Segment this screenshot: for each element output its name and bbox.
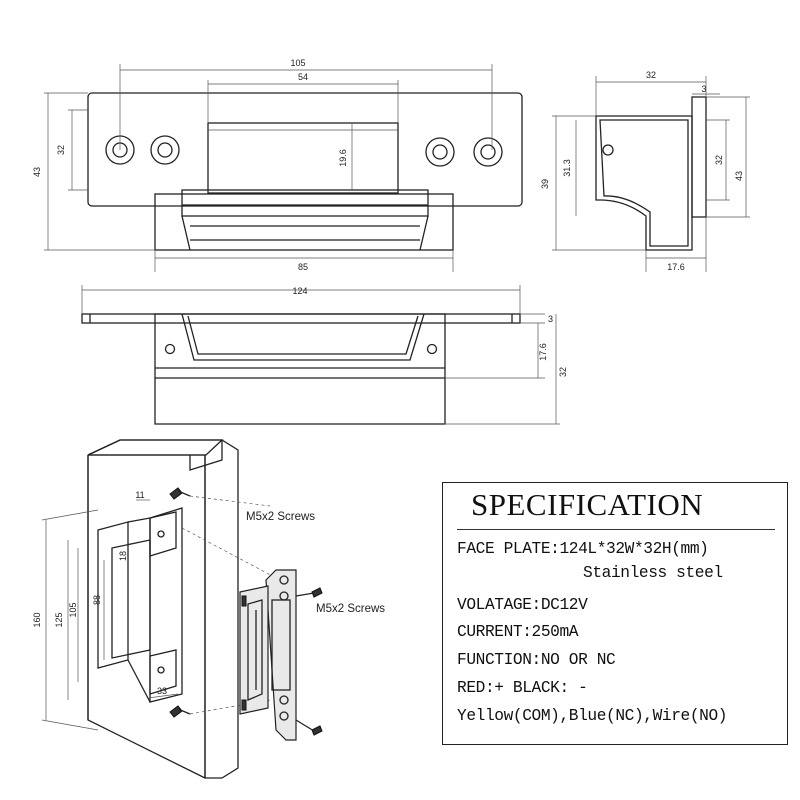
install-dim-125: 125	[54, 612, 64, 627]
side-view: 32 3 39 31.3 32 43 17.6	[540, 70, 750, 272]
spec-title: SPECIFICATION	[471, 487, 704, 522]
spec-face-plate: FACE PLATE:124L*32W*32H(mm)	[457, 540, 709, 558]
front-dim-3: 3	[548, 314, 553, 324]
strike-screw-bottom	[295, 719, 323, 736]
mortise-pocket	[149, 507, 183, 703]
side-body	[595, 115, 693, 251]
top-view: 105 54 43 32 19.6 85	[32, 58, 523, 272]
install-view: 11 18 160 125 105 88 33	[32, 439, 385, 779]
dim-32: 32	[56, 145, 66, 155]
front-body	[154, 313, 446, 425]
strike-face-plate	[265, 569, 297, 741]
install-dim-18: 18	[118, 551, 128, 561]
side-dim-39: 39	[540, 179, 550, 189]
front-dim-17-6: 17.6	[538, 343, 548, 361]
top-body	[154, 193, 454, 251]
side-dim-31-3: 31.3	[562, 159, 572, 177]
install-dim-105: 105	[68, 602, 78, 617]
side-dim-32b: 32	[714, 155, 724, 165]
spec-function: FUNCTION:NO OR NC	[457, 651, 616, 669]
frame-screw-bottom	[169, 705, 191, 718]
front-dim-124: 124	[292, 286, 307, 296]
spec-material: Stainless steel	[583, 564, 723, 582]
dim-85: 85	[298, 262, 308, 272]
dim-43: 43	[32, 167, 42, 177]
side-dim-43: 43	[734, 171, 744, 181]
top-screw-holes	[105, 135, 503, 167]
screw-label-1: M5x2 Screws	[246, 511, 315, 523]
install-dim-88: 88	[92, 595, 102, 605]
door-frame	[87, 439, 239, 779]
spec-divider	[457, 529, 775, 530]
front-face-plate	[81, 313, 521, 324]
side-face-plate	[691, 96, 707, 218]
spec-voltage: VOLATAGE:DC12V	[457, 596, 588, 614]
top-face-plate	[87, 92, 523, 207]
install-dim-160: 160	[32, 612, 42, 627]
side-dim-32: 32	[646, 70, 656, 80]
top-keeper	[181, 189, 429, 217]
spec-current: CURRENT:250mA	[457, 623, 579, 641]
spec-wires: Yellow(COM),Blue(NC),Wire(NO)	[457, 707, 728, 725]
screw-label-2: M5x2 Screws	[316, 603, 385, 615]
dim-54: 54	[298, 72, 308, 82]
specification-box: SPECIFICATION FACE PLATE:124L*32W*32H(mm…	[442, 482, 788, 745]
side-dim-3: 3	[701, 84, 706, 94]
install-dim-11: 11	[135, 490, 144, 500]
front-latch	[181, 313, 425, 361]
front-view: 124 3 17.6 32	[81, 285, 568, 425]
frame-screw-top	[169, 487, 191, 500]
side-dim-17-6: 17.6	[667, 262, 685, 272]
spec-polarity: RED:+ BLACK: -	[457, 679, 588, 697]
strike-body	[239, 585, 269, 715]
strike-screw-top	[295, 587, 323, 598]
front-dim-32: 32	[558, 367, 568, 377]
install-dim-33: 33	[157, 686, 167, 696]
top-latch-window	[207, 122, 399, 194]
dim-105: 105	[290, 58, 305, 68]
dim-19-6: 19.6	[338, 149, 348, 167]
